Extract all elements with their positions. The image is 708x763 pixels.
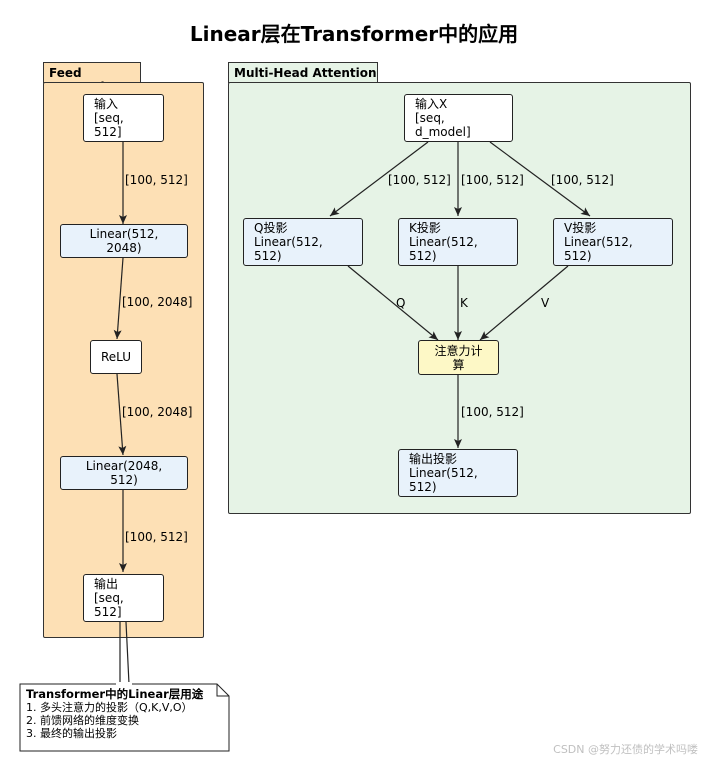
ff-linear1-node: Linear(512, 2048): [60, 224, 188, 258]
mha-edge-in-q-label: [100, 512]: [388, 173, 451, 187]
watermark: CSDN @努力还债的学术吗喽: [553, 743, 698, 756]
mha-edge-in-v-label: [100, 512]: [551, 173, 614, 187]
mha-edge-v-attn: [479, 265, 569, 341]
note-connector: [119, 621, 130, 685]
mha-edge-out-label: [100, 512]: [461, 405, 524, 419]
mha-q-line1: Q投影: [254, 221, 288, 235]
mha-k-node: K投影 Linear(512, 512): [398, 218, 518, 266]
ff-linear2-label: Linear(2048, 512): [85, 459, 163, 487]
ff-input-node: 输入 [seq, 512]: [83, 94, 164, 142]
mha-edge-k-label: K: [460, 296, 468, 310]
mha-attention-node: 注意力计算: [418, 340, 499, 375]
mha-output-node: 输出投影 Linear(512, 512): [398, 449, 518, 497]
note-line-2: 2. 前馈网络的维度变换: [26, 714, 139, 727]
ff-edge-4-label: [100, 512]: [125, 530, 188, 544]
mha-package-tab: Multi-Head Attention: [228, 62, 378, 83]
ff-relu-node: ReLU: [90, 340, 142, 374]
mha-edge-v-label: V: [541, 296, 550, 310]
ff-output-node: 输出 [seq, 512]: [83, 574, 164, 622]
mha-k-line1: K投影: [409, 221, 441, 235]
mha-q-node: Q投影 Linear(512, 512): [243, 218, 363, 266]
ff-edge-3-label: [100, 2048]: [122, 405, 193, 419]
mha-k-line2: Linear(512, 512): [409, 235, 478, 263]
mha-input-line1: 输入X: [415, 97, 448, 111]
mha-v-line1: V投影: [564, 221, 597, 235]
ff-edge-1-label: [100, 512]: [125, 173, 188, 187]
ff-edge-2-label: [100, 2048]: [122, 295, 193, 309]
mha-v-line2: Linear(512, 512): [564, 235, 633, 263]
mha-edge-input-q: [329, 141, 429, 217]
mha-attention-label: 注意力计算: [434, 343, 483, 372]
ff-output-line2: [seq, 512]: [94, 591, 124, 619]
mha-output-line1: 输出投影: [409, 452, 458, 466]
note-title: Transformer中的Linear层用途: [26, 687, 204, 701]
note-line-3: 3. 最终的输出投影: [26, 727, 117, 740]
ff-edge-3: [116, 373, 127, 456]
mha-v-node: V投影 Linear(512, 512): [553, 218, 673, 266]
mha-edge-input-v: [489, 141, 591, 217]
mha-edge-q-attn: [347, 265, 439, 341]
mha-edge-in-k-label: [100, 512]: [461, 173, 524, 187]
mha-input-line2: [seq, d_model]: [415, 111, 471, 139]
note-line-1: 1. 多头注意力的投影（Q,K,V,O）: [26, 701, 193, 714]
mha-output-line2: Linear(512, 512): [409, 466, 478, 494]
ff-relu-label: ReLU: [100, 350, 132, 364]
ff-output-line1: 输出: [94, 577, 119, 591]
usage-note: Transformer中的Linear层用途 1. 多头注意力的投影（Q,K,V…: [20, 684, 229, 751]
ff-linear1-label: Linear(512, 2048): [89, 227, 159, 255]
mha-edge-q-label: Q: [396, 296, 406, 310]
ff-input-line2: [seq, 512]: [94, 111, 124, 139]
ff-input-line1: 输入: [94, 97, 119, 111]
ff-linear2-node: Linear(2048, 512): [60, 456, 188, 490]
mha-q-line2: Linear(512, 512): [254, 235, 323, 263]
ff-edge-2: [113, 257, 124, 340]
mha-package-label: Multi-Head Attention: [234, 66, 377, 80]
note-shape: [19, 683, 230, 752]
mha-input-node: 输入X [seq, d_model]: [404, 94, 513, 142]
diagram-title: Linear层在Transformer中的应用: [189, 22, 519, 46]
